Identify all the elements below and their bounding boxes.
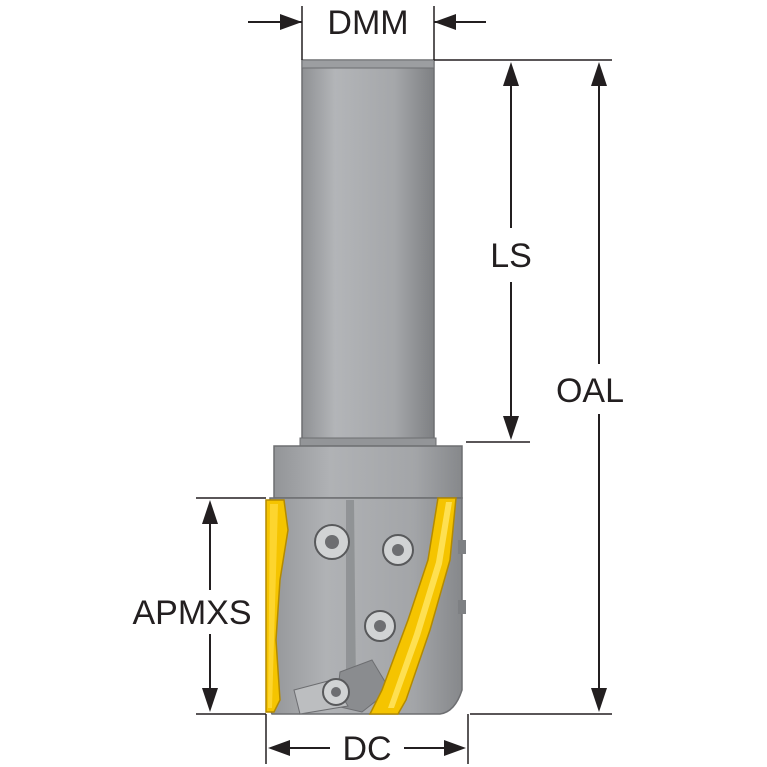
- label-apmxs: APMXS: [132, 594, 251, 632]
- label-dmm: DMM: [327, 4, 408, 42]
- shank-chamfer: [301, 59, 435, 69]
- insert-screws: [314, 524, 414, 706]
- shank-body: [301, 59, 435, 447]
- label-ls: LS: [490, 237, 532, 275]
- screw-icon: [364, 610, 396, 642]
- screw-icon: [382, 534, 414, 566]
- label-oal: OAL: [556, 372, 624, 410]
- arrow-icon: [434, 14, 456, 30]
- insert-helical: [368, 497, 457, 715]
- arrow-icon: [202, 500, 218, 524]
- head-collar: [273, 445, 463, 499]
- arrow-icon: [280, 14, 302, 30]
- dimension-oal: OAL: [470, 59, 624, 715]
- tool-shank: [299, 59, 437, 449]
- side-notch-upper: [458, 540, 466, 554]
- arrow-icon: [503, 62, 519, 86]
- cutting-inserts: [265, 497, 457, 715]
- arrow-icon: [591, 688, 607, 712]
- screw-icon: [322, 678, 350, 706]
- dimension-dc: DC: [265, 714, 469, 767]
- label-dc: DC: [342, 730, 391, 767]
- dimension-dmm: DMM: [248, 4, 486, 60]
- dimension-ls: LS: [434, 59, 532, 443]
- arrow-icon: [591, 62, 607, 86]
- dimension-apmxs: APMXS: [132, 497, 266, 715]
- screw-icon: [314, 524, 350, 560]
- flute-shadow: [346, 500, 356, 700]
- side-notch-lower: [458, 600, 466, 614]
- arrow-icon: [444, 740, 466, 756]
- arrow-icon: [268, 740, 290, 756]
- insert-helical-highlight: [388, 502, 452, 708]
- insert-left-edge: [268, 504, 278, 708]
- arrow-icon: [503, 416, 519, 440]
- arrow-icon: [202, 688, 218, 712]
